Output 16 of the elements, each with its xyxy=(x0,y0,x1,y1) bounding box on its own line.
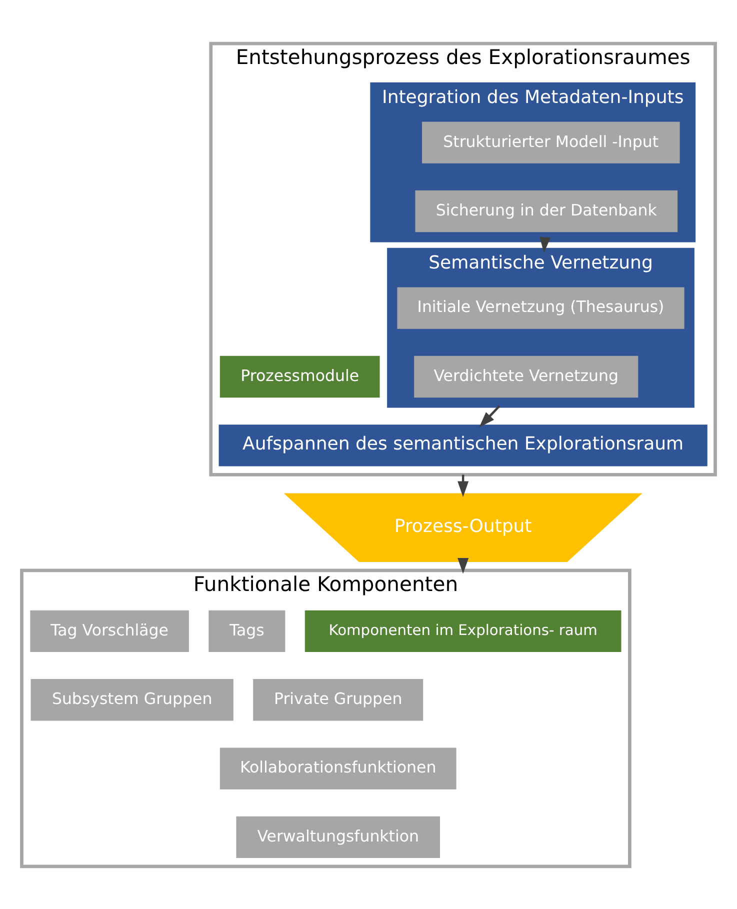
node-box: Aufspannen des semantischen Explorationsraum xyxy=(218,424,708,466)
node-box: Tags xyxy=(208,610,286,652)
node-box: Private Gruppen xyxy=(253,678,424,720)
arrow xyxy=(540,236,551,252)
node-box: Subsystem Gruppen xyxy=(30,678,234,720)
arrow xyxy=(458,558,469,574)
node-box: Prozessmodule xyxy=(220,355,380,398)
node-box: Tag Vorschläge xyxy=(30,610,189,652)
node-box: Strukturierter Modell -Input xyxy=(422,121,680,163)
node-box: Initiale Vernetzung (Thesaurus) xyxy=(397,286,684,328)
arrow xyxy=(479,404,500,427)
node-box: Komponenten im Explorations- raum xyxy=(304,610,622,652)
node-box: Verwaltungsfunktion xyxy=(236,816,440,858)
node-box: Sicherung in der Datenbank xyxy=(415,190,678,232)
node-box: Verdichtete Vernetzung xyxy=(414,355,638,398)
node-box: Kollaborationsfunktionen xyxy=(220,747,456,789)
